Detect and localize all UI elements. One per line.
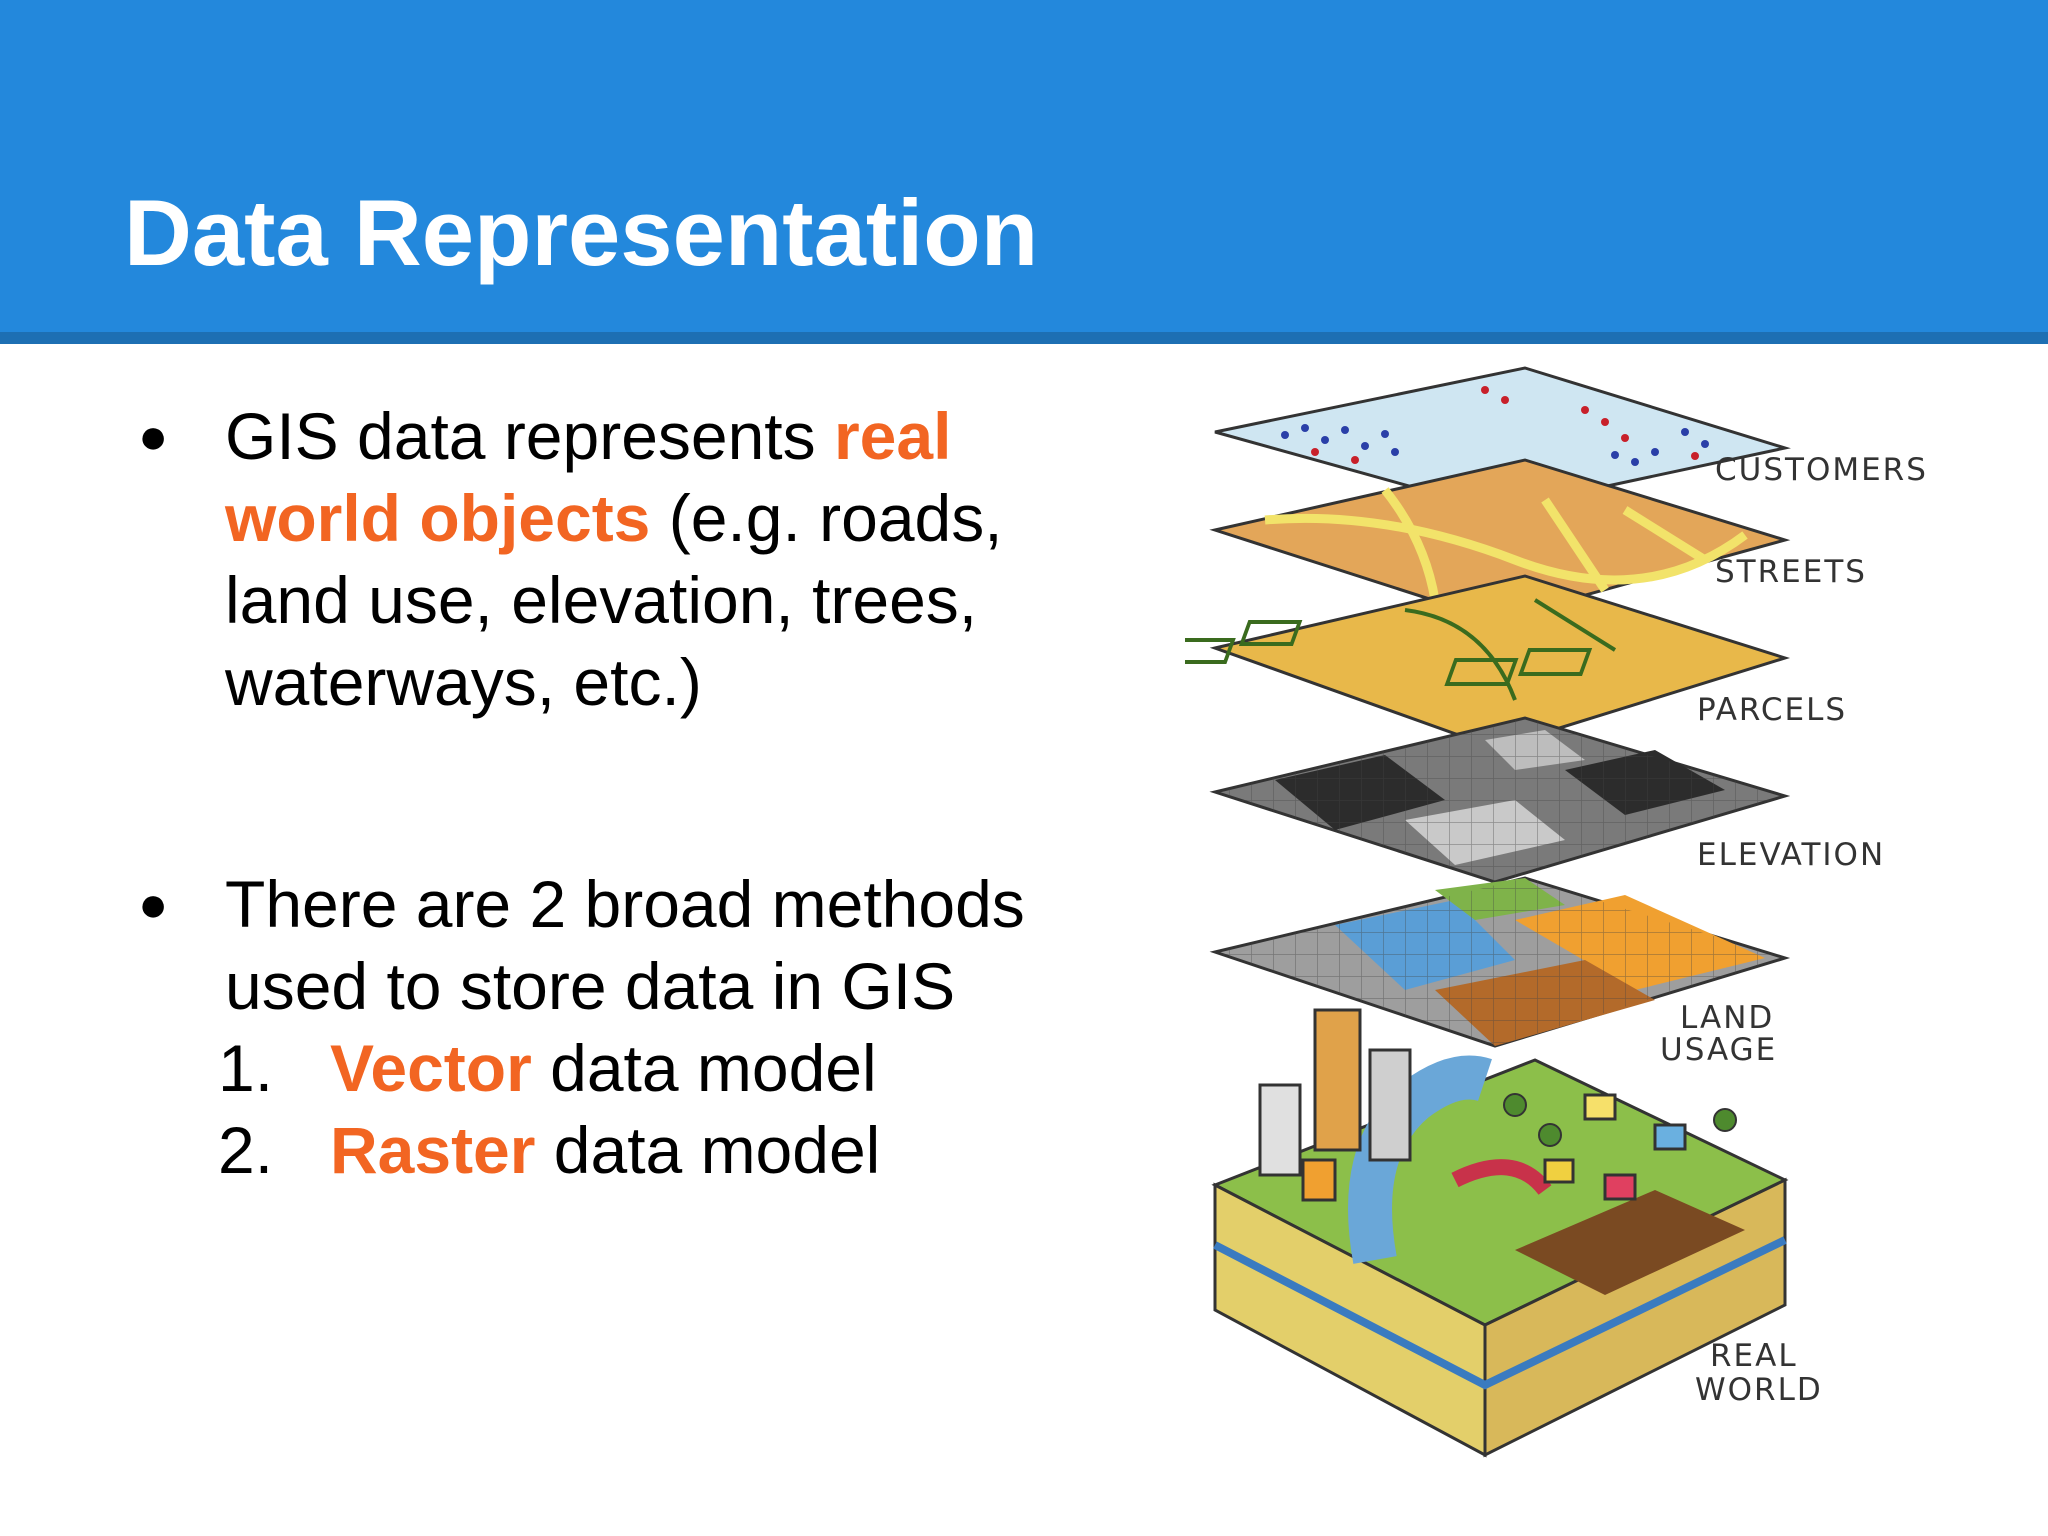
item-highlight: Vector: [330, 1031, 532, 1105]
numbered-item-raster: 2. Raster data model: [218, 1109, 1130, 1191]
bullet-1: ● GIS data represents real world objects…: [130, 395, 1130, 723]
numbered-item-vector: 1. Vector data model: [218, 1027, 1130, 1109]
bullet-1-highlight: real world objects: [225, 399, 952, 555]
streets-layer: [1209, 458, 1791, 622]
real-world-layer: [1211, 1008, 1789, 1458]
bullet-dot: ●: [138, 876, 169, 932]
item-number: 1.: [218, 1031, 274, 1105]
bullet-dot: ●: [138, 408, 169, 464]
customers-layer: [1214, 366, 1791, 512]
label-parcels: PARCELS: [1697, 692, 1847, 728]
label-customers: CUSTOMERS: [1715, 452, 1928, 488]
land-usage-layer: [1209, 876, 1791, 1048]
item-text: data model: [535, 1113, 881, 1187]
bullet-2: ● There are 2 broad methods used to stor…: [130, 863, 1130, 1191]
bullet-2-text: There are 2 broad methods used to store …: [225, 867, 1025, 1023]
slide-title: Data Representation: [124, 180, 1039, 285]
title-bar: [0, 0, 2048, 332]
label-real: REAL: [1710, 1338, 1798, 1374]
label-elevation: ELEVATION: [1697, 837, 1885, 873]
gis-layers-illustration: CUSTOMERS STREETS PARCELS ELEVATION LAND…: [1185, 366, 1928, 1458]
elevation-layer: [1209, 716, 1791, 884]
item-number: 2.: [218, 1113, 274, 1187]
parcels-layer: [1185, 574, 1791, 750]
bullet-1-text-b: (e.g. roads, land use, elevation, trees,…: [225, 481, 1003, 719]
item-text: data model: [531, 1031, 877, 1105]
slide-body: ● GIS data represents real world objects…: [130, 395, 1130, 1191]
item-highlight: Raster: [330, 1113, 536, 1187]
label-streets: STREETS: [1715, 554, 1867, 590]
label-world: WORLD: [1695, 1372, 1823, 1408]
label-usage: USAGE: [1660, 1032, 1777, 1068]
label-land: LAND: [1680, 1000, 1774, 1036]
bullet-1-text-a: GIS data represents: [225, 399, 834, 473]
title-rule: [0, 332, 2048, 344]
